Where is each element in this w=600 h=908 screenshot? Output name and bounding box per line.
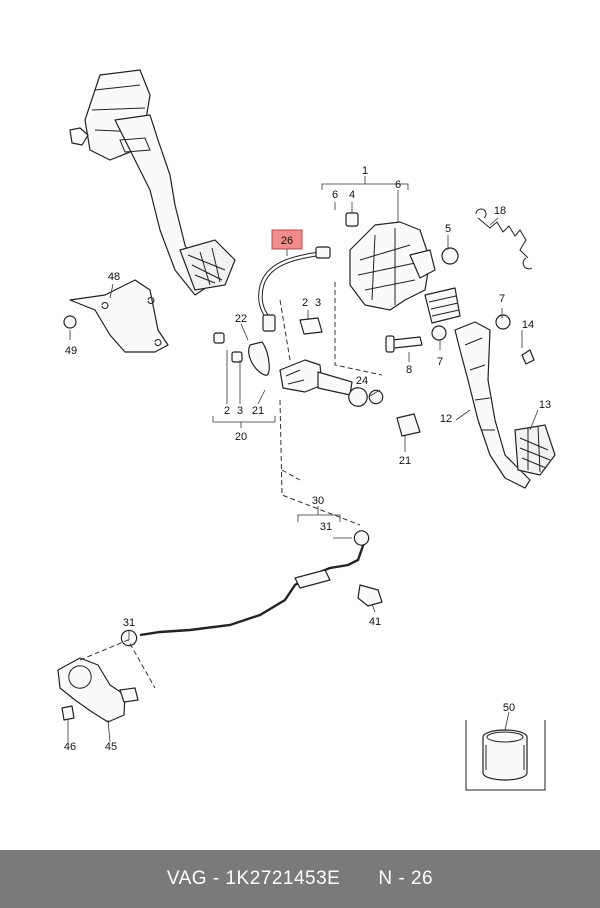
callout-label: 48 <box>108 271 120 283</box>
diagram-reference-text: N - 26 <box>378 868 434 889</box>
callout-label: 31 <box>320 521 332 533</box>
callout-label: 49 <box>65 345 77 357</box>
callout-labels: 1 6 4 5 6 18 26 48 49 22 2 3 7 14 8 7 24… <box>64 165 551 753</box>
callout-label: 3 <box>315 297 321 309</box>
callout-label: 1 <box>362 165 368 177</box>
callout-label: 21 <box>399 455 411 467</box>
callout-label: 5 <box>445 223 451 235</box>
master-cylinder <box>213 317 421 437</box>
parts-diagram: 1 6 4 5 6 18 26 48 49 22 2 3 7 14 8 7 24… <box>57 69 556 791</box>
callout-label: 31 <box>123 617 135 629</box>
sleeve-part <box>465 720 546 791</box>
callout-label: 8 <box>406 364 412 376</box>
clutch-line <box>120 399 383 647</box>
callout-label: 18 <box>494 205 506 217</box>
callout-label: 14 <box>522 319 534 331</box>
part-number-footer: VAG - 1K2721453E N - 26 <box>0 850 600 908</box>
callout-label: 13 <box>539 399 551 411</box>
group-frame <box>334 282 383 376</box>
pedal-assembly-illustration <box>69 69 236 296</box>
part-number-text: VAG - 1K2721453E <box>166 868 341 889</box>
callout-label: 21 <box>252 405 264 417</box>
return-spring <box>475 208 533 270</box>
callout-label: 20 <box>235 431 247 443</box>
highlight-box-26 <box>271 229 303 250</box>
callout-label: 24 <box>356 375 368 387</box>
rubber-boot <box>424 287 461 324</box>
clutch-hose <box>258 246 331 332</box>
callout-label: 41 <box>369 616 381 628</box>
callout-label: 6 <box>395 179 401 191</box>
callout-label: 26 <box>281 235 293 247</box>
callout-label: 22 <box>235 313 247 325</box>
clutch-pedal <box>454 314 556 489</box>
group-frame <box>279 299 291 361</box>
callout-label: 30 <box>312 495 324 507</box>
callout-label: 6 <box>332 189 338 201</box>
leader-lines <box>67 176 539 743</box>
callout-label: 45 <box>105 741 117 753</box>
pivot-bolt <box>385 325 447 353</box>
callout-label: 46 <box>64 741 76 753</box>
slave-cylinder <box>57 639 156 723</box>
callout-label: 3 <box>237 405 243 417</box>
callout-label: 4 <box>349 189 355 201</box>
pedal-bracket-assembly <box>345 212 459 311</box>
callout-label: 7 <box>437 356 443 368</box>
callout-label: 50 <box>503 702 515 714</box>
callout-label: 2 <box>224 405 230 417</box>
callout-label: 7 <box>499 293 505 305</box>
callout-label: 2 <box>302 297 308 309</box>
heat-shield-bracket <box>63 279 169 353</box>
callout-label: 12 <box>440 413 452 425</box>
